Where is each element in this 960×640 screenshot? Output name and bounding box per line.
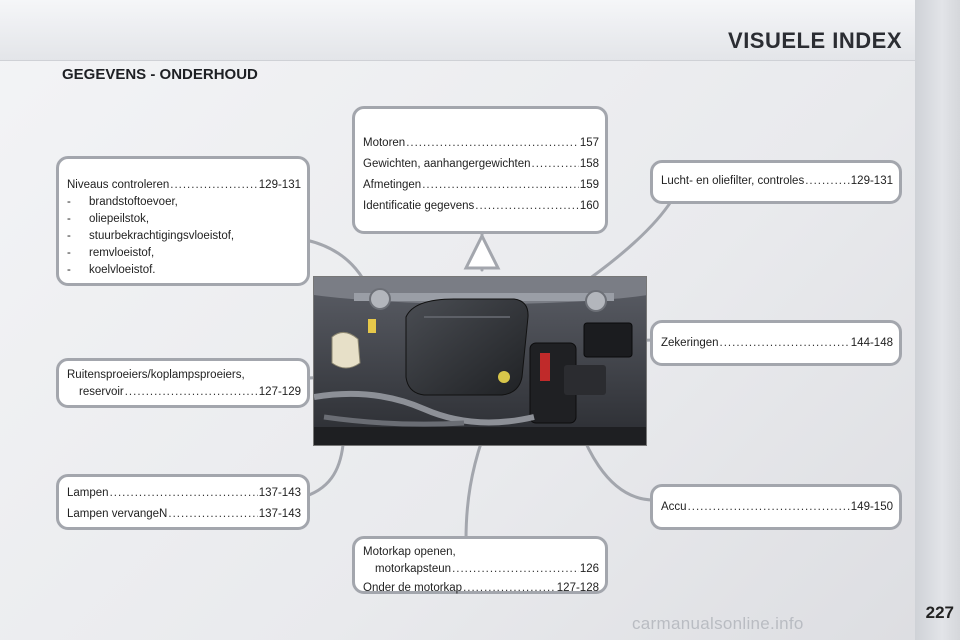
index-label: Identificatie gegevens — [363, 200, 475, 212]
index-row: Niveaus controleren 129-131 — [67, 177, 301, 194]
list-item: -oliepeilstok, — [67, 213, 150, 225]
page-ref: 127-128 — [556, 582, 599, 594]
index-label: Lucht- en oliefilter, controles — [661, 175, 805, 187]
list-item: -stuurbekrachtigingsvloeistof, — [67, 230, 235, 242]
index-row: Gewichten, aanhangergewichten 158 — [363, 156, 599, 173]
engine-illustration — [314, 277, 646, 445]
index-label: Afmetingen — [363, 179, 422, 191]
page-ref: 157 — [579, 137, 599, 149]
index-row: reservoir 127-129 — [67, 384, 301, 401]
index-label: reservoir — [79, 386, 124, 398]
page-ref: 158 — [579, 158, 599, 170]
page-ref: 127-129 — [258, 386, 301, 398]
page-ref: 129-131 — [258, 179, 301, 191]
callout-ruitensproeiers: Ruitensproeiers/koplampsproeiers, reserv… — [56, 358, 310, 408]
index-label: Ruitensproeiers/koplampsproeiers, — [67, 369, 245, 381]
index-label: Zekeringen — [661, 337, 719, 349]
engine-compartment-photo — [313, 276, 647, 446]
page-title: VISUELE INDEX — [728, 28, 902, 53]
index-row: Onder de motorkap 127-128 — [363, 580, 599, 597]
list-item: -remvloeistof, — [67, 247, 155, 259]
index-row: Accu 149-150 — [661, 499, 893, 516]
index-row: motorkapsteun 126 — [363, 561, 599, 578]
index-row: Afmetingen 159 — [363, 177, 599, 194]
page-ref: 160 — [579, 200, 599, 212]
index-row: Lampen 137-143 — [67, 485, 301, 502]
page-ref: 137-143 — [258, 508, 301, 520]
index-row: Motoren 157 — [363, 135, 599, 152]
index-label: Lampen — [67, 487, 109, 499]
list-item: -brandstoftoevoer, — [67, 196, 178, 208]
index-row: Identificatie gegevens 160 — [363, 198, 599, 215]
page-ref: 159 — [579, 179, 599, 191]
index-label: Accu — [661, 501, 687, 513]
index-label: Gewichten, aanhangergewichten — [363, 158, 531, 170]
page-number: 227 — [925, 603, 954, 622]
header-bar — [0, 0, 915, 61]
section-title: GEGEVENS - ONDERHOUD — [62, 66, 258, 83]
callout-luchtfilter: Lucht- en oliefilter, controles 129-131 — [650, 160, 902, 204]
index-label: Onder de motorkap — [363, 582, 463, 594]
callout-niveaus: Niveaus controleren 129-131 -brandstoftoe… — [56, 156, 310, 286]
page-ref: 137-143 — [258, 487, 301, 499]
page-ref: 129-131 — [850, 175, 893, 187]
page-edge-tab — [915, 0, 960, 640]
callout-accu: Accu 149-150 — [650, 484, 902, 530]
index-label: Motorkap openen, — [363, 546, 456, 558]
callout-motoren: Motoren 157 Gewichten, aanhangergewichten… — [352, 106, 608, 234]
index-label: Motoren — [363, 137, 406, 149]
callout-motorkap: Motorkap openen, motorkapsteun 126 Onder … — [352, 536, 608, 594]
callout-zekeringen: Zekeringen 144-148 — [650, 320, 902, 366]
watermark: carmanualsonline.info — [632, 614, 804, 633]
index-row: Zekeringen 144-148 — [661, 335, 893, 352]
page-ref: 126 — [579, 563, 599, 575]
index-label: motorkapsteun — [375, 563, 452, 575]
page-ref: 144-148 — [850, 337, 893, 349]
index-label: Lampen vervangeN — [67, 508, 168, 520]
list-item: -koelvloeistof. — [67, 264, 156, 276]
index-row: Lucht- en oliefilter, controles 129-131 — [661, 173, 893, 190]
callout-lampen: Lampen 137-143 Lampen vervangeN 137-143 — [56, 474, 310, 530]
index-row: Lampen vervangeN 137-143 — [67, 506, 301, 523]
page-ref: 149-150 — [850, 501, 893, 513]
index-label: Niveaus controleren — [67, 179, 170, 191]
